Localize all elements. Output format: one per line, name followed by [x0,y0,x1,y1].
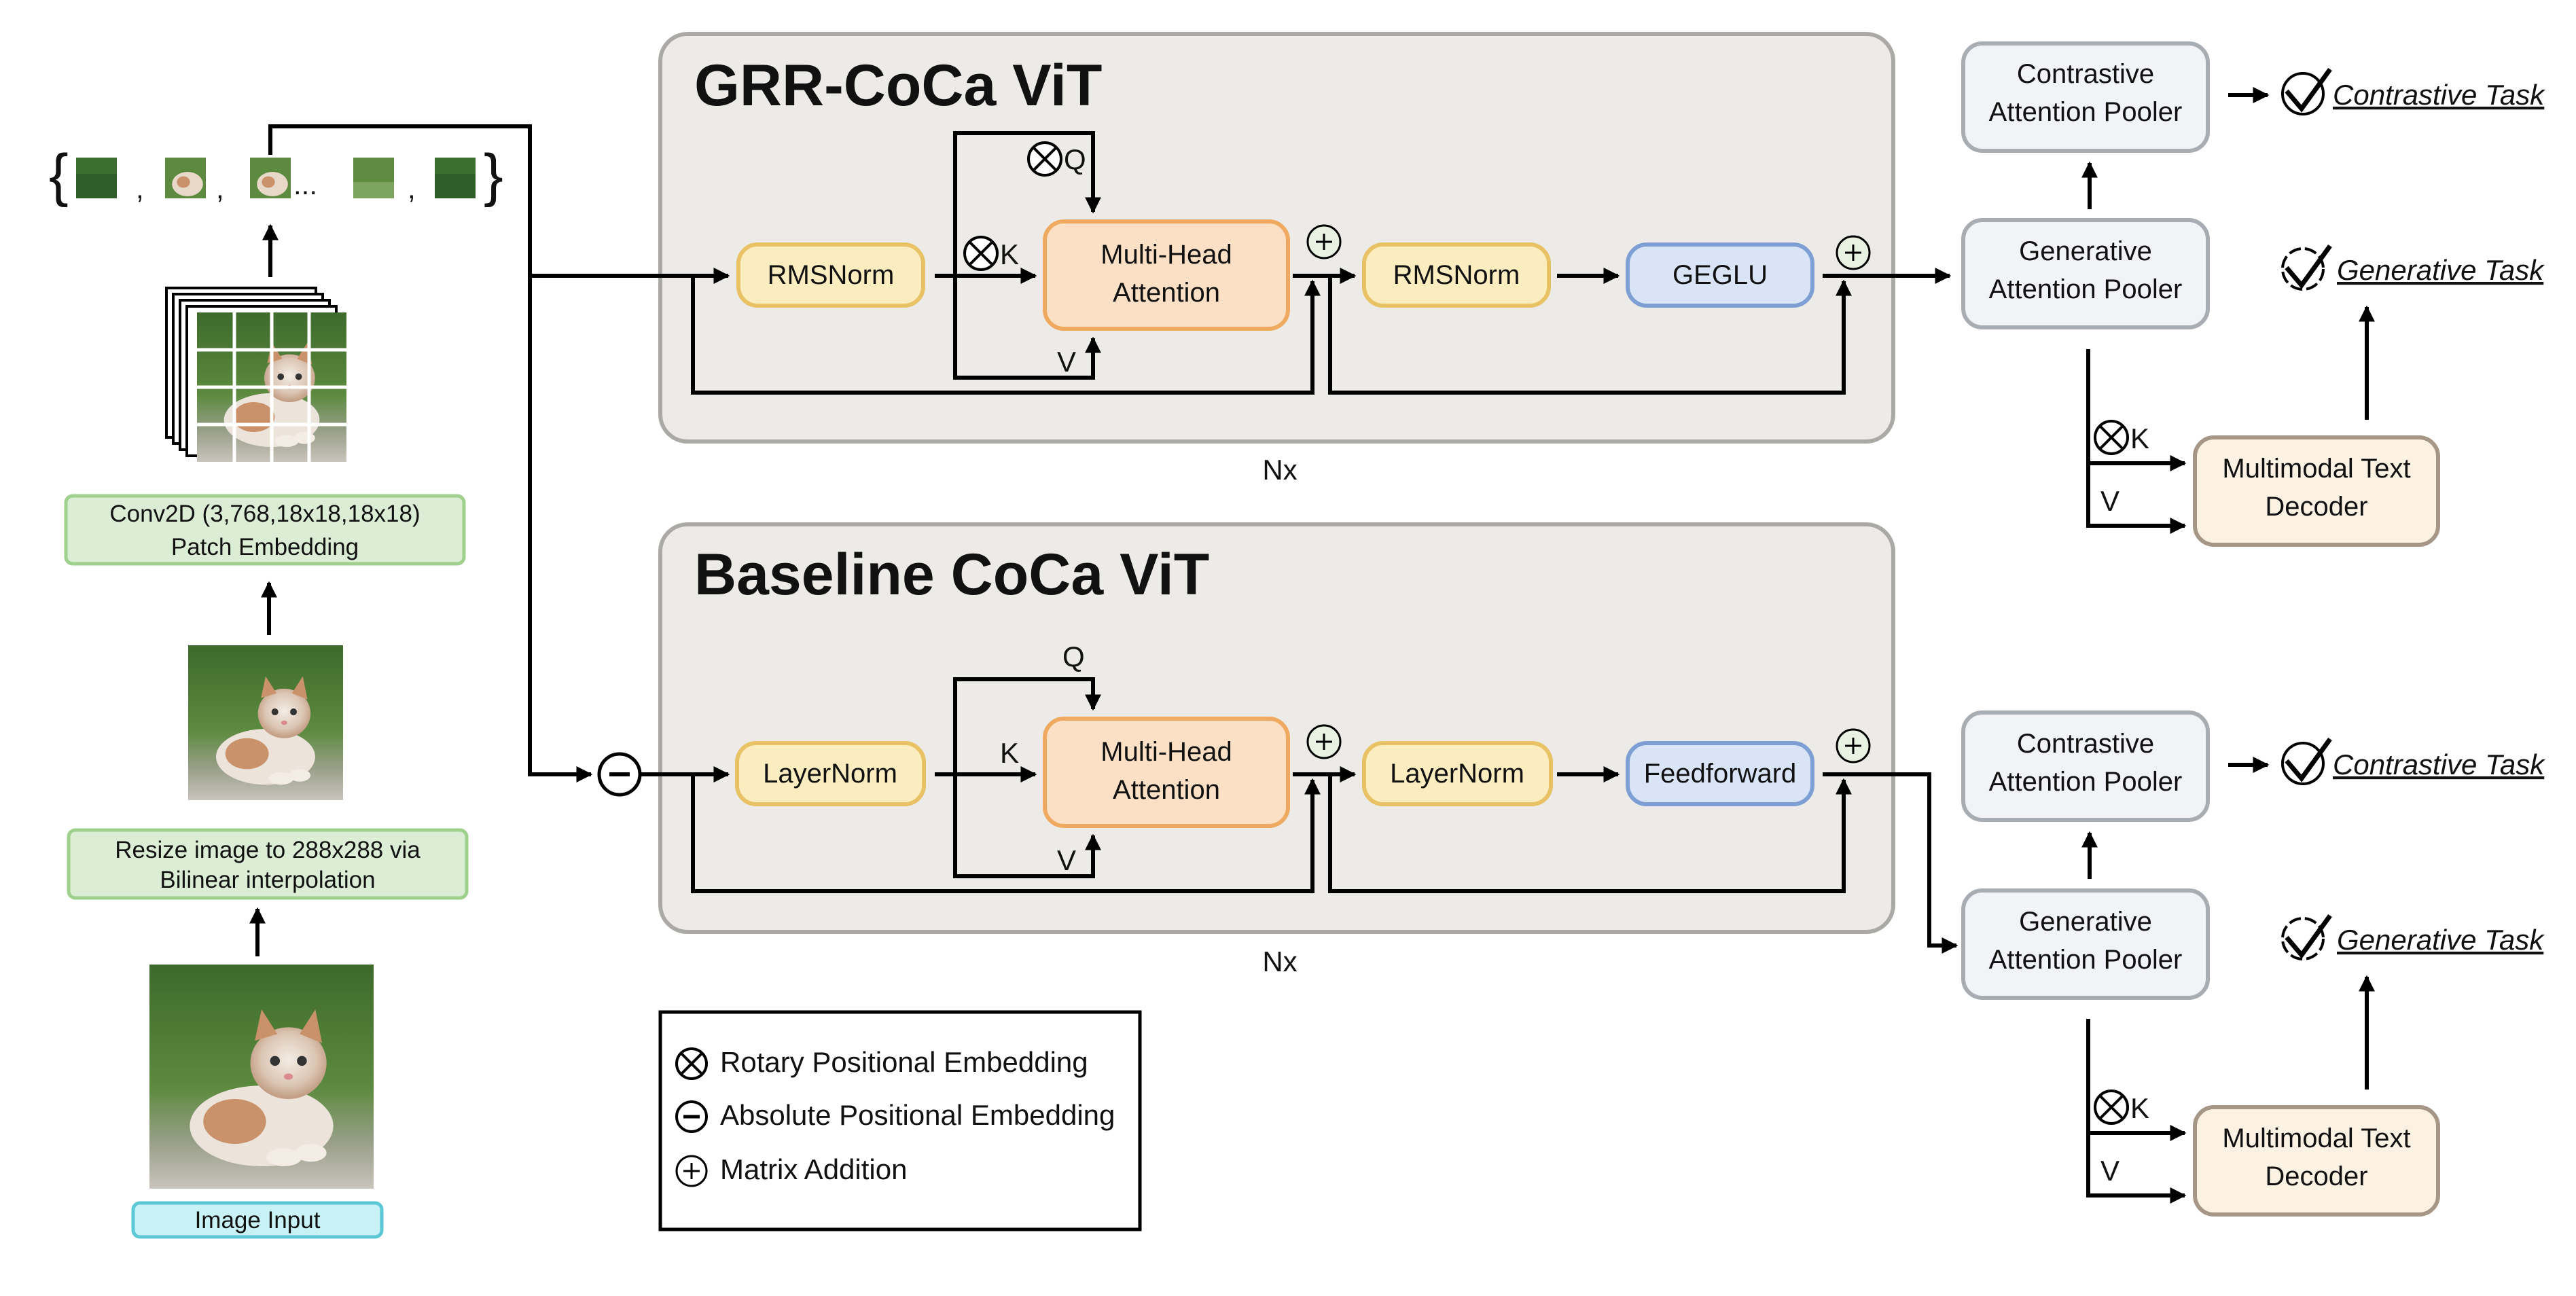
top-rmsnorm-2 [1362,242,1551,308]
conv2d-label-line1: Conv2D (3,768,18x18,18x18) [109,501,420,527]
bottom-residual-add-1 [1306,724,1342,759]
bottom-generative-pooler-line2: Attention Pooler [1989,945,2183,975]
conv2d-box [64,494,466,566]
top-rotary-q-symbol [1027,141,1062,177]
bottom-contrastive-pooler-line1: Contrastive [2017,729,2154,759]
bottom-contrastive-check-icon [2281,737,2332,785]
legend-absolute-icon [675,1100,708,1133]
svg-text:,: , [216,173,224,204]
legend-box [658,1010,1142,1231]
top-heads-wiring [2081,87,2375,534]
patch-grid-stack [165,287,346,462]
patch-sequence: { , , ... , } [49,143,503,208]
resize-label-line1: Resize image to 288x288 via [115,837,421,863]
bottom-q-label: Q [1062,641,1085,672]
bottom-feedforward-label: Feedforward [1644,759,1797,789]
grr-coca-vit-title: GRR-CoCa ViT [694,53,1102,118]
top-q-label: Q [1064,143,1086,175]
bottom-generative-task-label: Generative Task [2337,924,2545,956]
bottom-layernorm-1-label: LayerNorm [763,759,897,789]
top-generative-pooler-line1: Generative [2019,236,2152,266]
top-contrastive-check-icon [2281,67,2332,115]
top-k-label: K [1000,238,1019,270]
bottom-contrastive-pooler-line2: Attention Pooler [1989,767,2183,797]
top-contrastive-pooler-line1: Contrastive [2017,59,2154,89]
bottom-heads-wiring [2081,757,2375,1204]
top-decoder-rotary-k-symbol [2094,420,2129,455]
top-rmsnorm-2-label: RMSNorm [1393,260,1520,290]
bottom-generative-check-icon [2281,914,2332,960]
top-residual-add-1 [1306,224,1342,259]
bottom-decoder-line1: Multimodal Text [2222,1123,2410,1153]
image-input-box [131,1201,384,1239]
bottom-feedforward [1626,741,1814,806]
bottom-multi-head-attention [1043,717,1290,828]
bottom-attention-label-line1: Multi-Head [1101,737,1232,767]
bottom-decoder-line2: Decoder [2265,1162,2367,1191]
bottom-k-label: K [1000,737,1019,769]
top-multimodal-text-decoder [2193,435,2440,547]
svg-text:}: } [484,143,503,208]
bottom-contrastive-task-label: Contrastive Task [2333,749,2545,780]
svg-text:,: , [408,173,416,204]
bottom-decoder-rotary-k-symbol [2094,1090,2129,1125]
bottom-attention-label-line2: Attention [1113,775,1220,805]
top-generative-task-label: Generative Task [2337,254,2545,286]
bottom-contrastive-attention-pooler [1961,710,2210,822]
image-input-label: Image Input [195,1207,321,1234]
resize-box [67,828,469,900]
legend-absolute-label: Absolute Positional Embedding [720,1099,1115,1131]
top-generative-attention-pooler [1961,218,2210,329]
top-attention-label-line2: Attention [1113,278,1220,308]
top-multi-head-attention [1043,219,1290,331]
top-wiring [691,131,1952,395]
svg-text:,: , [136,173,144,204]
absolute-positional-embedding-symbol [597,752,642,797]
bottom-residual-add-2 [1836,728,1871,763]
top-attention-label-line1: Multi-Head [1101,240,1232,270]
top-geglu [1626,242,1814,308]
resized-image [188,645,343,800]
bottom-layernorm-2 [1362,741,1553,806]
top-residual-add-2 [1836,235,1871,270]
top-v-label: V [1057,346,1076,378]
top-rmsnorm-1-label: RMSNorm [768,260,895,290]
svg-text:{: { [49,143,69,208]
top-rmsnorm-1 [736,242,925,308]
bottom-multimodal-text-decoder [2193,1105,2440,1217]
top-repeat-label: Nx [1262,454,1297,486]
top-generative-pooler-line2: Attention Pooler [1989,274,2183,304]
top-generative-check-icon [2281,244,2332,291]
top-decoder-k-label: K [2130,422,2149,454]
bottom-generative-pooler-line1: Generative [2019,907,2152,937]
top-rotary-k-symbol [963,236,999,271]
top-contrastive-task-label: Contrastive Task [2333,79,2545,111]
bottom-generative-attention-pooler [1961,888,2210,1000]
conv2d-label-line2: Patch Embedding [171,534,359,560]
bottom-v-label: V [1057,844,1076,876]
bottom-layernorm-2-label: LayerNorm [1390,759,1524,789]
baseline-coca-vit-title: Baseline CoCa ViT [694,542,1209,607]
top-decoder-v-label: V [2100,485,2119,517]
resize-label-line2: Bilinear interpolation [160,867,375,893]
bottom-decoder-v-label: V [2100,1155,2119,1187]
legend-rotary-icon [675,1047,708,1080]
legend-addition-label: Matrix Addition [720,1153,907,1185]
input-image [149,965,374,1189]
top-decoder-line2: Decoder [2265,492,2367,522]
top-contrastive-pooler-line2: Attention Pooler [1989,97,2183,127]
route-to-baseline [268,124,593,782]
legend-addition-icon [675,1155,708,1187]
bottom-repeat-label: Nx [1262,946,1297,977]
bottom-layernorm-1 [735,741,926,806]
top-contrastive-attention-pooler [1961,41,2210,153]
bottom-decoder-k-label: K [2130,1092,2149,1124]
legend-rotary-label: Rotary Positional Embedding [720,1046,1088,1078]
bottom-wiring [691,677,1958,954]
top-decoder-line1: Multimodal Text [2222,454,2410,484]
top-geglu-label: GEGLU [1672,260,1768,290]
svg-text:...: ... [293,168,317,200]
